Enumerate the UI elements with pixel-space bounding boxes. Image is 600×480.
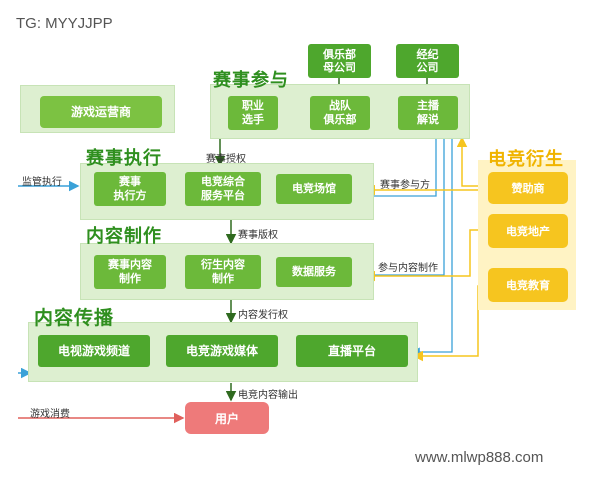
data-service-node[interactable]: 数据服务 [276, 257, 352, 287]
esports-media-node[interactable]: 电竞游戏媒体 [166, 335, 278, 367]
agency-node[interactable]: 经纪 公司 [396, 44, 459, 78]
sponsor-node[interactable]: 赞助商 [488, 172, 568, 204]
user-node[interactable]: 用户 [185, 402, 269, 434]
esports-venue-node[interactable]: 电竞场馆 [276, 174, 352, 204]
operator-node[interactable]: 游戏运营商 [40, 96, 162, 128]
content-production-title: 内容制作 [86, 226, 162, 247]
event-content-node[interactable]: 赛事内容 制作 [94, 255, 166, 289]
event-executor-node[interactable]: 赛事 执行方 [94, 172, 166, 206]
live-platform-node[interactable]: 直播平台 [296, 335, 408, 367]
content-participant-blue [364, 138, 445, 280]
content-participant-label: 参与内容制作 [378, 263, 438, 274]
supervision-label: 监管执行 [22, 177, 62, 188]
distribution-participant-blue [410, 138, 453, 357]
tv-game-channel-node[interactable]: 电视游戏频道 [38, 335, 150, 367]
copyright-label: 赛事版权 [238, 230, 278, 241]
content-distribution-title: 内容传播 [34, 307, 115, 329]
club-parent-node[interactable]: 俱乐部 母公司 [308, 44, 371, 78]
distribution-right-label: 内容发行权 [238, 310, 288, 321]
output-label: 电竞内容输出 [238, 390, 298, 401]
anchor-commentator-node[interactable]: 主播 解说 [398, 96, 458, 130]
team-club-node[interactable]: 战队 俱乐部 [310, 96, 370, 130]
derivative-content-node[interactable]: 衍生内容 制作 [185, 255, 261, 289]
esports-education-node[interactable]: 电竞教育 [488, 268, 568, 302]
watermark-top-left: TG: MYYJJPP [8, 8, 148, 38]
consumption-label: 游戏消费 [30, 409, 70, 420]
event-participant-blue [360, 138, 437, 201]
event-auth-label: 赛事授权 [206, 154, 246, 165]
event-participants-title: 赛事参与 [213, 70, 289, 91]
event-participant-label: 赛事参与方 [380, 180, 430, 191]
esports-realestate-node[interactable]: 电竞地产 [488, 214, 568, 248]
derivatives-title: 电竞衍生 [488, 149, 564, 170]
watermark-bottom-right: www.mlwp888.com [407, 442, 592, 472]
pro-player-node[interactable]: 职业 选手 [228, 96, 278, 130]
event-execution-title: 赛事执行 [86, 148, 162, 169]
education-distribution-arrow [412, 285, 486, 362]
esports-service-platform-node[interactable]: 电竞综合 服务平台 [185, 172, 261, 206]
